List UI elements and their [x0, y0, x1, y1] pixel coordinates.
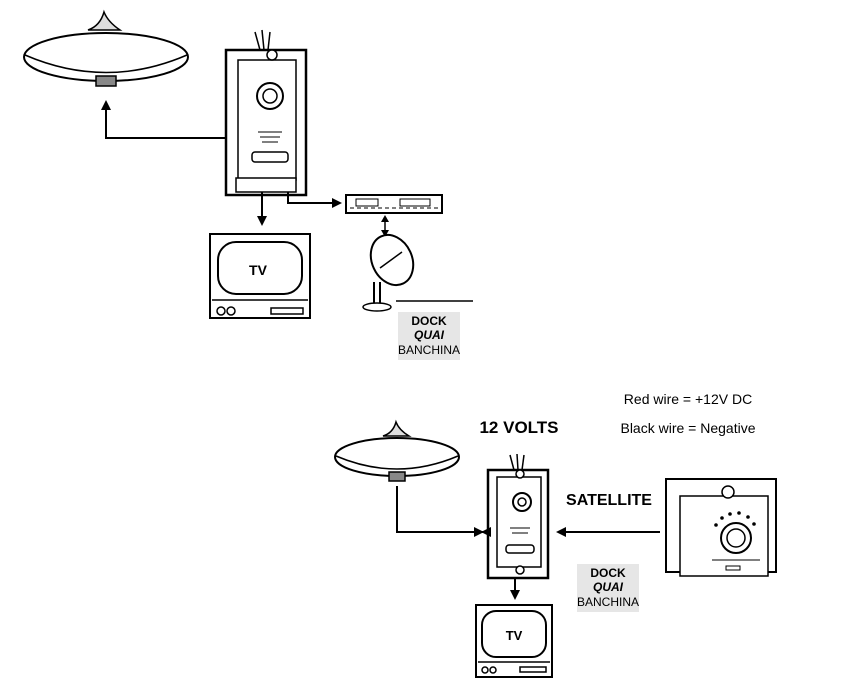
- satellite-label: SATELLITE: [566, 492, 652, 509]
- top-satellite-dish: [362, 233, 415, 312]
- top-satellite-receiver: [345, 194, 443, 214]
- bottom-dock-text-2: QUAI: [593, 580, 624, 594]
- top-diagram: DOCK QUAI BANCHINA TV: [23, 9, 473, 360]
- bottom-tv: TV: [475, 604, 553, 678]
- bottom-tv-label: TV: [506, 628, 523, 643]
- bottom-antenna-cable: [396, 486, 491, 537]
- top-control-box: [224, 29, 308, 197]
- red-wire-note: Red wire = +12V DC: [624, 391, 752, 407]
- top-dock-label: DOCK QUAI BANCHINA: [398, 312, 460, 360]
- power-label: 12 VOLTS: [479, 418, 558, 437]
- bottom-control-box: [486, 453, 550, 580]
- top-receiver-cable: [287, 192, 342, 208]
- bottom-dock-text-3: BANCHINA: [577, 595, 639, 609]
- bottom-antenna: [334, 419, 460, 482]
- top-dock-text-3: BANCHINA: [398, 343, 460, 357]
- top-tv-label: TV: [249, 262, 268, 278]
- black-wire-note: Black wire = Negative: [620, 420, 755, 436]
- top-tv: TV: [209, 233, 311, 319]
- closeup-inset: [665, 478, 777, 577]
- bottom-dock-label: DOCK QUAI BANCHINA: [577, 564, 639, 612]
- top-dock-text-2: QUAI: [414, 328, 445, 342]
- top-dock-text-1: DOCK: [411, 314, 447, 328]
- top-antenna-cable: [101, 100, 226, 139]
- bottom-diagram: 12 VOLTS Red wire = +12V DC Black wire =…: [334, 391, 777, 678]
- top-antenna: [23, 9, 189, 87]
- bottom-dock-text-1: DOCK: [590, 566, 626, 580]
